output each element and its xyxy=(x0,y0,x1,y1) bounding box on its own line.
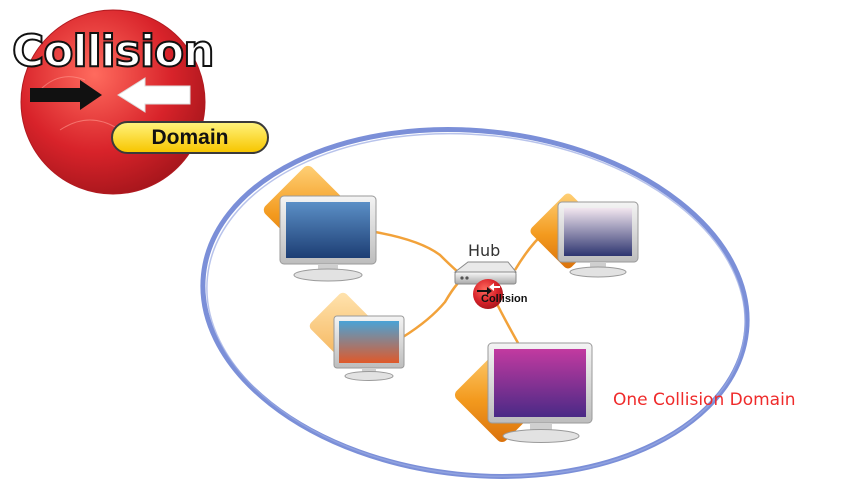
hub-badge-label: Collision xyxy=(481,293,528,305)
cable-bottom-right xyxy=(493,299,520,344)
computer-mid-left xyxy=(309,292,405,381)
logo-subtitle: Domain xyxy=(151,125,229,149)
computer-bottom-right xyxy=(454,342,593,443)
collision-domain-ellipse xyxy=(200,127,750,479)
collision-badge-icon xyxy=(473,279,503,309)
arrow-right-icon xyxy=(30,80,102,110)
hub-device xyxy=(453,261,518,285)
cable-mid-left xyxy=(402,282,459,339)
cables xyxy=(374,230,546,344)
arrow-left-icon xyxy=(117,77,191,113)
cable-top-left xyxy=(374,230,459,273)
hub-label: Hub xyxy=(468,241,501,260)
logo-domain-pill: Domain xyxy=(111,121,269,154)
logo-title: Collision xyxy=(11,26,216,77)
computer-top-right xyxy=(530,193,639,278)
domain-caption: One Collision Domain xyxy=(613,390,796,410)
computer-top-left xyxy=(263,165,377,282)
